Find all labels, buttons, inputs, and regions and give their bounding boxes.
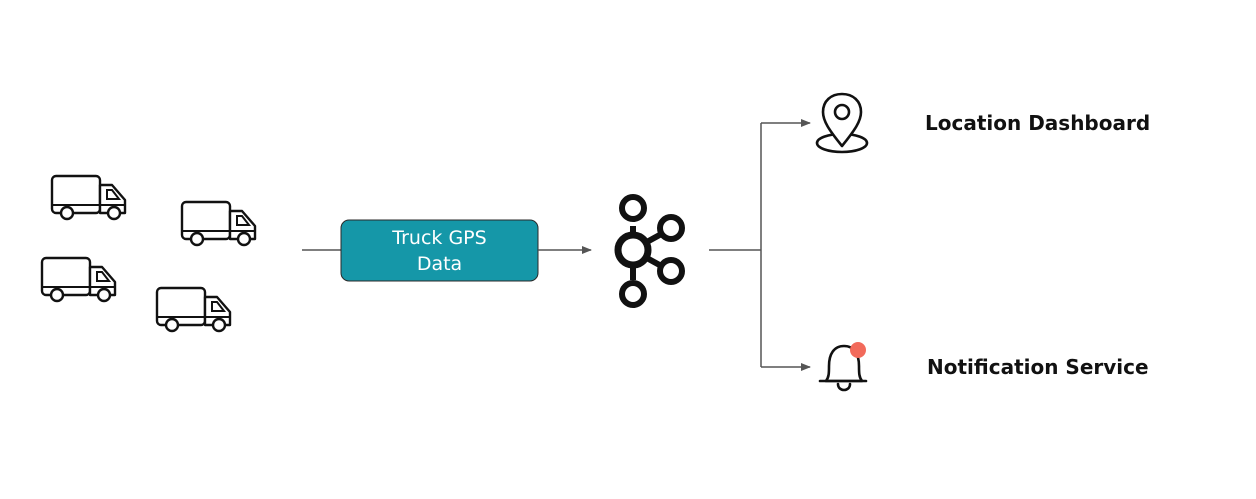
truck-icon <box>50 174 127 221</box>
truck-icon <box>40 256 117 303</box>
map-pin-icon <box>815 92 869 154</box>
truck-icon <box>180 200 257 247</box>
notification-service-label: Notification Service <box>927 355 1149 379</box>
gps-stream-label-line2: Data <box>417 253 462 275</box>
kafka-logo-icon <box>614 194 685 308</box>
notification-service-node: Notification Service <box>818 342 1149 392</box>
gps-stream-node: Truck GPS Data <box>340 219 539 282</box>
fan-out-connectors <box>709 119 811 371</box>
truck-icon <box>155 286 232 333</box>
producer-trucks <box>40 174 257 333</box>
notification-dot-icon <box>850 342 866 358</box>
location-dashboard-node: Location Dashboard <box>815 92 1150 154</box>
gps-stream-label-line1: Truck GPS <box>391 227 486 249</box>
location-dashboard-label: Location Dashboard <box>925 111 1150 135</box>
